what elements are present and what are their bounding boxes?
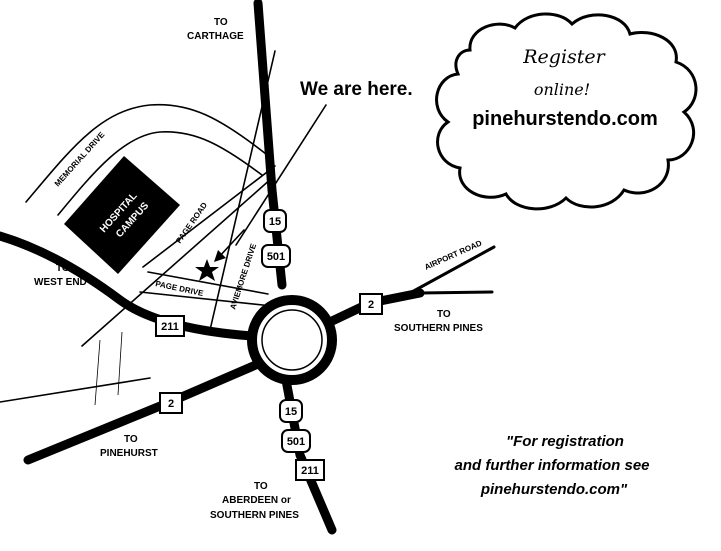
cloud-register-text: Register xyxy=(522,46,606,68)
svg-text:501: 501 xyxy=(287,436,305,448)
memorial-drive-road xyxy=(25,103,267,203)
page-drive-label: PAGE DRIVE xyxy=(155,279,205,298)
svg-text:15: 15 xyxy=(285,406,297,418)
to-aberdeen-label-2: SOUTHERN PINES xyxy=(210,510,299,521)
us15-501-north-road xyxy=(253,0,287,290)
to-carthage-label: CARTHAGE xyxy=(187,31,244,42)
memorial-drive-road-inner xyxy=(57,131,263,216)
us501-shield-north: 501 xyxy=(261,244,291,268)
north-thin-road-2 xyxy=(235,104,327,246)
faint-line-1 xyxy=(94,339,101,406)
faint-line-2 xyxy=(117,331,123,396)
svg-text:211: 211 xyxy=(301,465,319,477)
page-drive-road xyxy=(147,271,269,295)
aviemore-arrow xyxy=(217,229,245,259)
airport-road-road xyxy=(408,245,496,295)
svg-text:15: 15 xyxy=(269,216,281,228)
nc211-shield-south: 211 xyxy=(295,459,325,481)
us15-shield-north: 15 xyxy=(263,209,287,233)
us501-shield-south: 501 xyxy=(281,429,311,453)
svg-text:2: 2 xyxy=(368,299,374,311)
nc2-east-road-cont xyxy=(418,290,494,295)
svg-text:2: 2 xyxy=(168,398,174,410)
nc211-shield-west: 211 xyxy=(155,315,185,337)
page-road-road xyxy=(81,177,273,347)
aviemore-arrow-head xyxy=(214,250,226,262)
hospital-campus-block xyxy=(64,156,180,274)
to-pinehurst-to: TO xyxy=(124,434,138,445)
to-west-end-label: WEST END xyxy=(34,277,87,288)
note-line-1: "For registration xyxy=(506,433,624,450)
register-cloud xyxy=(435,12,698,211)
page-road-road-2 xyxy=(142,165,276,268)
to-aberdeen-to: TO xyxy=(254,481,268,492)
to-aberdeen-label-1: ABERDEEN or xyxy=(222,495,291,506)
svg-text:211: 211 xyxy=(161,321,179,333)
you-are-here-star xyxy=(195,259,219,281)
to-southern-pines-to: TO xyxy=(437,309,451,320)
note-line-3: pinehurstendo.com" xyxy=(480,481,628,498)
airport-road-label: AIRPORT ROAD xyxy=(423,238,483,271)
to-pinehurst-label: PINEHURST xyxy=(100,448,158,459)
note-line-2: and further information see xyxy=(454,457,649,474)
to-west-end-to: TO xyxy=(56,263,70,274)
to-southern-pines-label: SOUTHERN PINES xyxy=(394,323,483,334)
cloud-online-text: online! xyxy=(534,80,590,99)
roundabout-inner xyxy=(261,309,323,371)
us15-shield-south: 15 xyxy=(279,399,303,423)
nc211-west-road xyxy=(0,231,257,341)
nc2-shield-southwest: 2 xyxy=(159,392,183,414)
page-drive-road-2 xyxy=(139,291,273,307)
memorial-drive-label: MEMORIAL DRIVE xyxy=(53,130,107,189)
cloud-url-text: pinehurstendo.com xyxy=(472,108,658,130)
nc2-shield-east: 2 xyxy=(359,293,383,315)
svg-text:501: 501 xyxy=(267,251,285,263)
to-carthage-to: TO xyxy=(214,17,228,28)
we-are-here-label: We are here. xyxy=(300,79,413,100)
aviemore-drive-label: AVIEMORE DRIVE xyxy=(228,242,258,311)
southwest-thin-road xyxy=(0,377,151,403)
